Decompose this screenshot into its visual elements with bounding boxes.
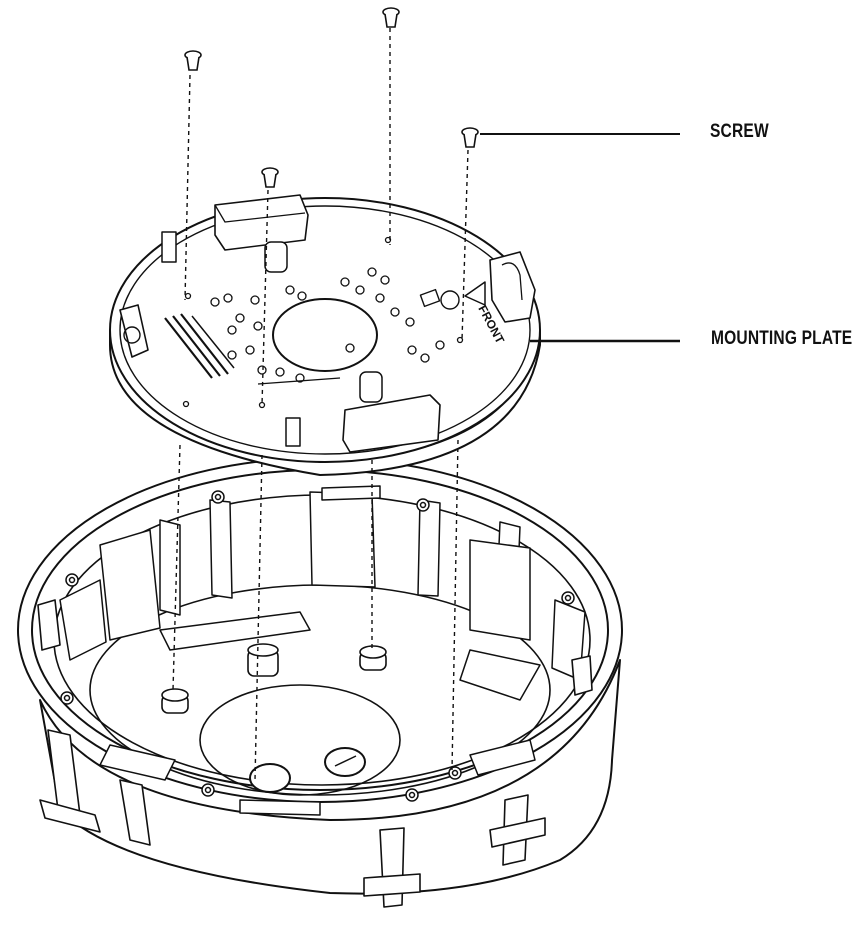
- screw-2: [382, 7, 400, 28]
- back-box-ribs: [59, 491, 586, 681]
- back-box-right-latch: [571, 655, 593, 696]
- plate-mounting-holes: [182, 236, 464, 409]
- screw-callout-label: SCREW: [710, 121, 769, 142]
- mounting-plate-center-hole: [272, 298, 378, 372]
- screw-1: [184, 50, 202, 71]
- plate-top-bracket: [214, 194, 309, 251]
- back-box-ledges: [99, 611, 541, 816]
- alignment-lines: [172, 28, 469, 781]
- mounting-plate-callout-label: MOUNTING PLATE: [711, 328, 853, 349]
- back-box-feet: [39, 729, 546, 908]
- back-box-center-boss: [199, 684, 401, 796]
- plate-printed-text: [164, 313, 235, 379]
- back-box: [17, 457, 623, 908]
- mounting-plate: [109, 194, 541, 476]
- back-box-left-latch: [37, 599, 61, 651]
- screws: [184, 7, 479, 188]
- mounting-plate-raised-ring: [119, 205, 531, 455]
- screw-3: [261, 167, 279, 188]
- back-box-knockout-left: [249, 763, 291, 793]
- back-box-top-tab: [321, 485, 381, 501]
- back-box-rim-bosses: [60, 490, 575, 802]
- plate-front-arrow: [464, 281, 486, 306]
- back-box-posts: [161, 643, 387, 714]
- plate-right-clip: [489, 251, 536, 323]
- screw-4: [461, 127, 479, 148]
- plate-bottom-bracket: [342, 394, 441, 453]
